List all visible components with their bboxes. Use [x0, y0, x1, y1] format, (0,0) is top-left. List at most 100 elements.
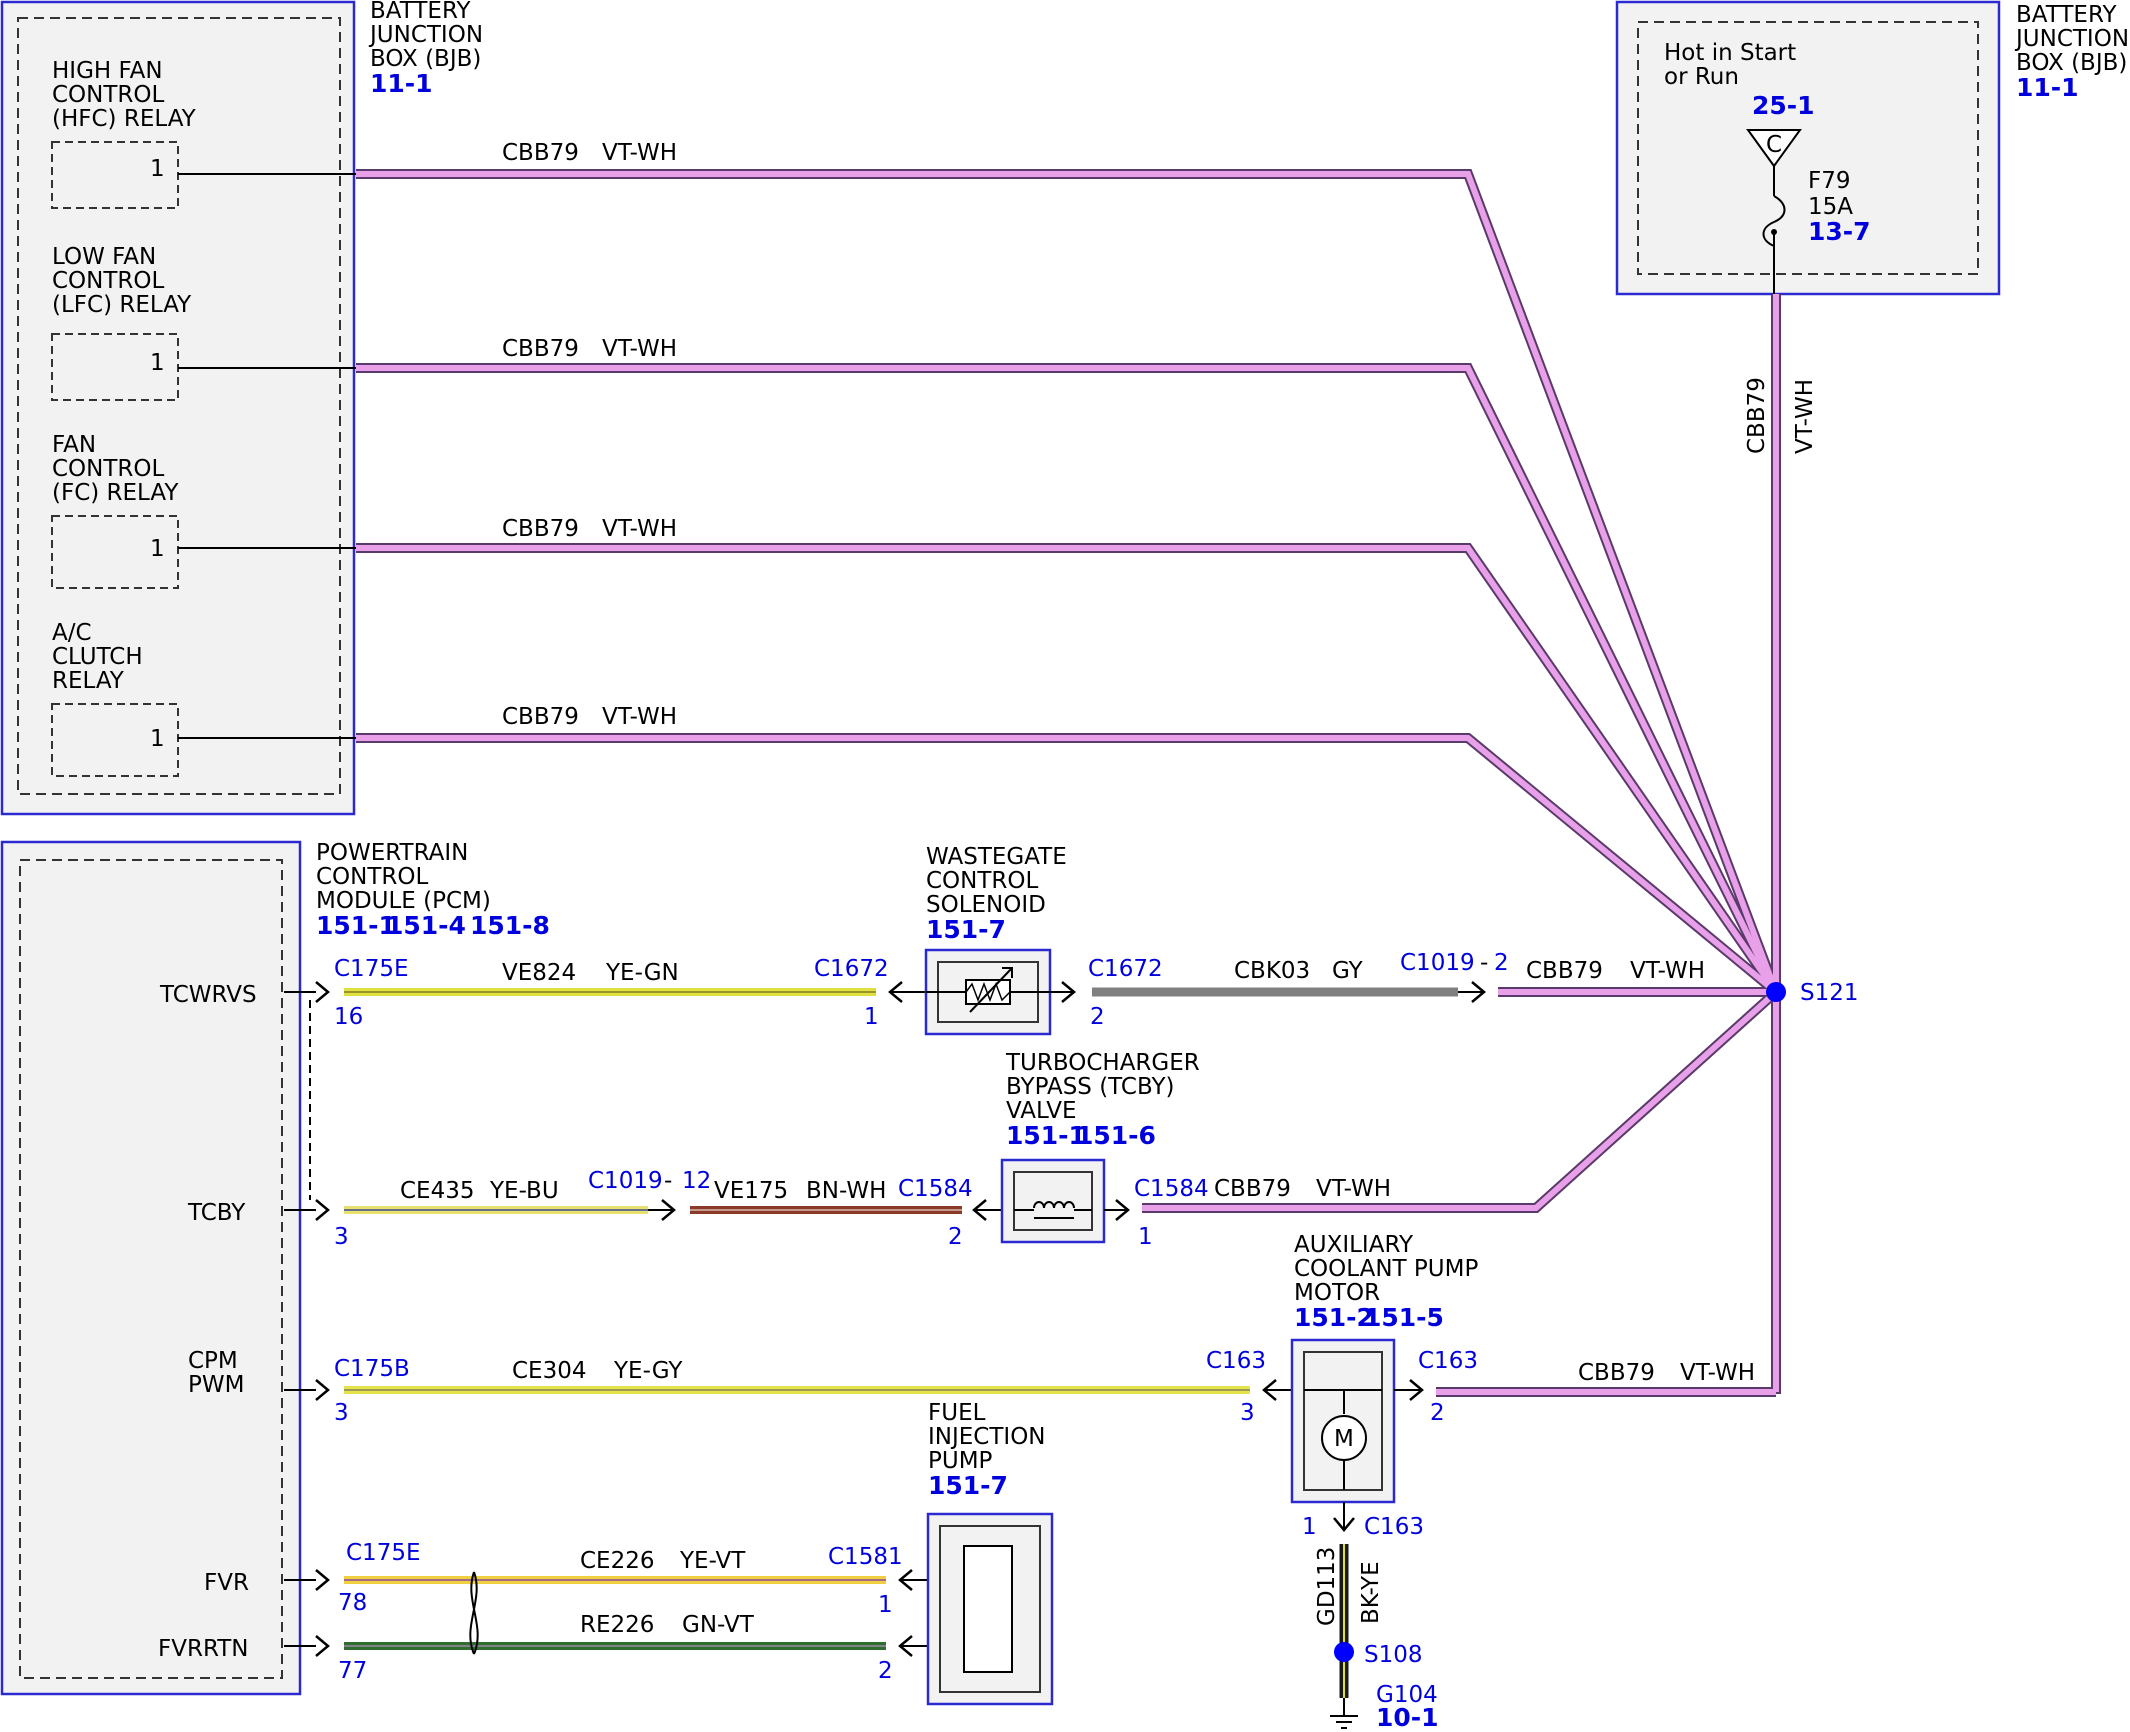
vertical-wire-circuit: CBB79	[1744, 377, 1770, 454]
fuse-ref: 13-7	[1808, 217, 1871, 246]
row4-fuel-pin-bottom: 2	[878, 1658, 893, 1684]
relay-wire-1-circuit: CBB79	[502, 140, 579, 166]
row3-w1-color: YE-GY	[613, 1358, 683, 1384]
pcm-connector-chevrons	[315, 981, 330, 1657]
row1-wastegate-right-conn: C1672	[1088, 956, 1163, 982]
pcm-pin-fvr: FVR	[204, 1570, 249, 1596]
bjb-left-title-3: BOX (BJB)	[370, 46, 481, 72]
row3-w2-color: VT-WH	[1680, 1360, 1755, 1386]
twisted-pair-icon	[469, 1571, 479, 1655]
tcby-title-3: VALVE	[1006, 1098, 1077, 1124]
hot-label-2: or Run	[1664, 64, 1739, 90]
row1-w3-color: VT-WH	[1630, 958, 1705, 984]
ground-name: G104	[1376, 1682, 1438, 1708]
row1-wastegate-right-pin: 2	[1090, 1004, 1105, 1030]
fuse-name: F79	[1808, 168, 1851, 194]
coil-icon	[1033, 1201, 1075, 1209]
row2-tcby-right-pin: 1	[1138, 1224, 1153, 1250]
vertical-wire-color: VT-WH	[1792, 379, 1818, 454]
pump-bottom-conn: C163	[1364, 1514, 1424, 1540]
relay-ac-name-2: CLUTCH	[52, 644, 143, 670]
tcby-title-2: BYPASS (TCBY)	[1006, 1074, 1175, 1100]
bjb-right-title-2: JUNCTION	[2014, 26, 2129, 52]
relay-lfc-name-3: (LFC) RELAY	[52, 292, 192, 318]
wastegate-solenoid: WASTEGATE CONTROL SOLENOID 151-7	[924, 844, 1067, 1036]
pcm-ref-1: 151-1	[316, 911, 396, 940]
ground-ref: 10-1	[1376, 1703, 1439, 1732]
row4-w2-color: GN-VT	[682, 1612, 755, 1638]
relay-hfc: HIGH FAN CONTROL (HFC) RELAY 1	[51, 58, 356, 209]
pcm-title-3: MODULE (PCM)	[316, 888, 491, 914]
row3-pcm-conn: C175B	[334, 1356, 410, 1382]
pcm-pin-tcwrvs: TCWRVS	[159, 982, 257, 1008]
row1-inline-conn: C1019	[1400, 950, 1475, 976]
relay-wire-3-circuit: CBB79	[502, 516, 579, 542]
relay-ac-pin: 1	[150, 726, 165, 752]
bjb-left-ref: 11-1	[370, 69, 433, 98]
row2-w2-circuit: VE175	[714, 1178, 788, 1204]
relay-ac-name-3: RELAY	[52, 668, 125, 694]
bus-triangle-icon	[1746, 129, 1802, 168]
splice-s121-label: S121	[1800, 980, 1859, 1006]
bjb-right-title-1: BATTERY	[2016, 2, 2117, 28]
row2-inline-dash: -	[664, 1168, 672, 1194]
pump-title-2: COOLANT PUMP	[1294, 1256, 1478, 1282]
pcm-pin-pwm: PWM	[188, 1372, 244, 1398]
fuel-title-1: FUEL	[928, 1400, 986, 1426]
tcby-title-1: TURBOCHARGER	[1005, 1050, 1200, 1076]
row1-wastegate-left-pin: 1	[864, 1004, 879, 1030]
row4-w1-circuit: CE226	[580, 1548, 655, 1574]
relay-ac-name-1: A/C	[52, 620, 92, 646]
splice-s108	[1334, 1642, 1354, 1662]
row3-w1-circuit: CE304	[512, 1358, 587, 1384]
row1-inline-dash: -	[1480, 950, 1488, 976]
relay-hfc-name-3: (HFC) RELAY	[52, 106, 197, 132]
tcby-ref-2: 151-6	[1076, 1121, 1156, 1150]
bjb-left-title-1: BATTERY	[370, 0, 471, 24]
splice-s108-label: S108	[1364, 1642, 1423, 1668]
row2-w3-circuit: CBB79	[1214, 1176, 1291, 1202]
row1-w2-circuit: CBK03	[1234, 958, 1310, 984]
row2-pcm-pin: 3	[334, 1224, 349, 1250]
row2-inline-conn: C1019	[588, 1168, 663, 1194]
wastegate-title-1: WASTEGATE	[926, 844, 1067, 870]
fuel-title-2: INJECTION	[928, 1424, 1046, 1450]
bjb-left-title-2: JUNCTION	[368, 22, 483, 48]
row2-w2-color: BN-WH	[806, 1178, 886, 1204]
bus-label: C	[1766, 132, 1782, 158]
relay-lfc-pin: 1	[150, 350, 165, 376]
relay-lfc: LOW FAN CONTROL (LFC) RELAY 1	[51, 244, 356, 401]
relay-fc-name-3: (FC) RELAY	[52, 480, 179, 506]
vt-wh-wires	[356, 169, 1781, 1397]
row3-pump-right-pin: 2	[1430, 1400, 1445, 1426]
row1-w1-color: YE-GN	[605, 960, 679, 986]
relay-fc: FAN CONTROL (FC) RELAY 1	[51, 432, 356, 589]
relay-lfc-name-2: CONTROL	[52, 268, 165, 294]
pump-ref-2: 151-5	[1364, 1303, 1444, 1332]
row2-tcby-left-conn: C1584	[898, 1176, 973, 1202]
row4-fuel-pin-top: 1	[878, 1592, 893, 1618]
fuse-icon	[1762, 195, 1786, 247]
relay-hfc-name-2: CONTROL	[52, 82, 165, 108]
row3-pump-right-conn: C163	[1418, 1348, 1478, 1374]
row3-pump-left-conn: C163	[1206, 1348, 1266, 1374]
row1-wastegate-left-conn: C1672	[814, 956, 889, 982]
fuel-title-3: PUMP	[928, 1448, 993, 1474]
pcm-title-1: POWERTRAIN	[316, 840, 468, 866]
relay-wire-4-color: VT-WH	[602, 704, 677, 730]
splice-s121	[1766, 982, 1786, 1002]
bjb-right: BATTERY JUNCTION BOX (BJB) 11-1 Hot in S…	[1615, 0, 2129, 296]
row2-w3-color: VT-WH	[1316, 1176, 1391, 1202]
hot-ref: 25-1	[1752, 91, 1815, 120]
hot-label-1: Hot in Start	[1664, 40, 1796, 66]
pump-title-3: MOTOR	[1294, 1280, 1380, 1306]
bjb-right-title-3: BOX (BJB)	[2016, 50, 2127, 76]
row1-w1-circuit: VE824	[502, 960, 576, 986]
pcm-pin-tcby: TCBY	[187, 1200, 246, 1226]
relay-wire-3-color: VT-WH	[602, 516, 677, 542]
relay-fc-pin: 1	[150, 536, 165, 562]
row1-inline-pin: 2	[1494, 950, 1509, 976]
tcby-valve: TURBOCHARGER BYPASS (TCBY) VALVE 151-1 1…	[1000, 1050, 1200, 1244]
relay-hfc-name-1: HIGH FAN	[52, 58, 163, 84]
